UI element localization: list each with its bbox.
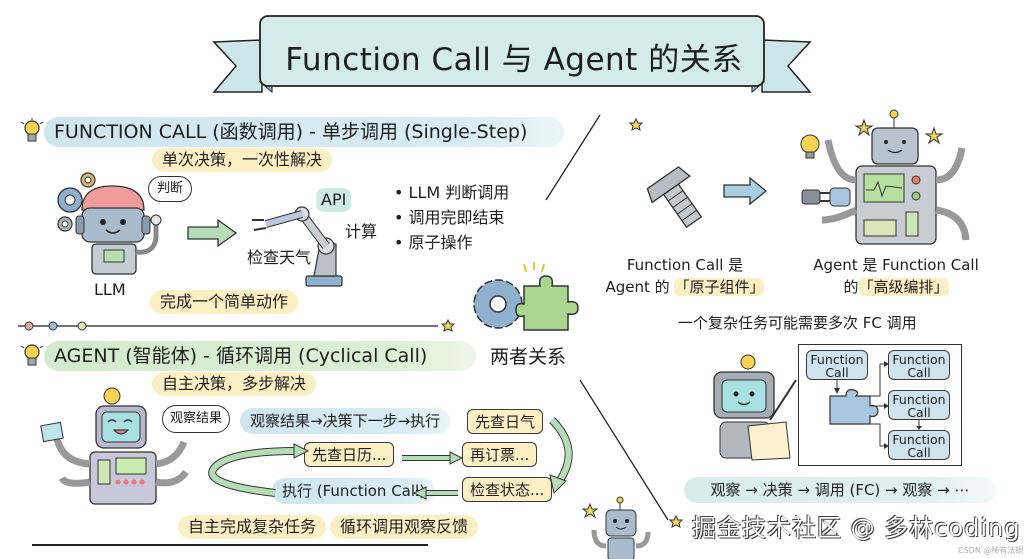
star-icon — [440, 318, 456, 332]
bolt-icon — [640, 160, 710, 230]
llm-robot-illustration — [50, 172, 190, 277]
step-check-calendar: 先查日历... — [304, 442, 395, 467]
star-icon — [924, 126, 944, 145]
llm-label: LLM — [94, 280, 126, 299]
relation-note: 一个复杂任务可能需要多次 FC 调用 — [678, 314, 917, 332]
thought-bubble: 判断 — [148, 176, 192, 202]
step-book-ticket: 再订票... — [462, 442, 538, 467]
gear-icon — [473, 279, 523, 329]
api-label: API — [316, 188, 352, 212]
weather-label: 检查天气 — [247, 248, 312, 267]
fc-box: Function Call — [888, 430, 950, 460]
bullet-item: • 原子操作 — [394, 233, 473, 252]
cycle-arrows — [200, 405, 580, 505]
agent-subheading: 自主决策，多步解决 — [152, 372, 317, 396]
bottom-divider — [32, 544, 428, 546]
right-caption: Agent 是 Function Call 的「高级编排」 — [813, 256, 979, 296]
orchestration-highlight: 「高级编排」 — [858, 278, 949, 296]
gear-icon — [57, 216, 73, 232]
lightbulb-icon — [20, 118, 44, 144]
speech-bubble: 观察结果 — [162, 405, 230, 433]
lightbulb-icon — [800, 134, 820, 159]
step-execute: 执行 (Function Call) — [272, 478, 436, 504]
small-robot-illustration — [581, 496, 662, 559]
star-icon — [668, 514, 684, 528]
arrow-left-icon — [412, 486, 458, 500]
step-check-status: 检查状态... — [462, 477, 553, 502]
agent-summary-left: 自主完成复杂任务 — [178, 515, 327, 539]
title-banner: Function Call 与 Agent 的关系 — [212, 10, 812, 94]
orchestration-robot-illustration — [690, 352, 800, 462]
agent-heading: AGENT (智能体) - 循环调用 (Cyclical Call) — [44, 341, 476, 371]
star-icon — [581, 502, 599, 519]
star-icon — [854, 118, 874, 137]
robot-arm-plug-illustration — [240, 200, 360, 290]
gear-puzzle-illustration — [466, 258, 586, 338]
bullet-item: • LLM 判断调用 — [394, 183, 510, 202]
curved-arrow-icon — [549, 417, 573, 494]
orchestration-connectors — [800, 344, 960, 466]
gear-icon — [57, 187, 83, 213]
compute-label: 计算 — [345, 222, 378, 241]
fc-orchestration-frame — [798, 344, 962, 466]
star-icon — [628, 117, 644, 131]
puzzle-icon — [515, 275, 579, 331]
lightbulb-icon — [20, 342, 44, 368]
step-check-weather: 先查日气 — [467, 409, 544, 434]
csdn-watermark: CSDN @稀有法眼 — [958, 546, 1024, 555]
arrow-right-icon — [723, 176, 768, 208]
speech-bubble-text: 观察结果 — [169, 411, 222, 426]
thought-bubble-text: 判断 — [156, 181, 183, 196]
fc-box: Function Call — [888, 350, 950, 380]
banner-ribbon-icon — [212, 15, 812, 94]
multi-arm-robot-illustration — [776, 100, 996, 250]
gear-icon — [80, 172, 96, 188]
agent-summary-right: 循环调用观察反馈 — [330, 515, 479, 539]
function-call-subheading: 单次决策，一次性解决 — [152, 148, 333, 172]
agent-flow-text: 观察结果→决策下一步→执行 — [240, 408, 451, 434]
section-divider — [18, 318, 458, 332]
arrow-right-icon — [402, 451, 464, 465]
arrow-right-icon — [187, 218, 238, 250]
loop-text: 观察 → 决策 → 调用 (FC) → 观察 → ⋯ — [684, 477, 996, 503]
atomic-component-highlight: 「原子组件」 — [674, 278, 765, 296]
puzzle-icon — [829, 389, 879, 425]
bullet-item: • 调用完即结束 — [394, 208, 505, 227]
curved-arrow-icon — [208, 443, 310, 497]
function-call-bullets: • LLM 判断调用 • 调用完即结束 • 原子操作 — [394, 180, 509, 255]
fc-box: Function Call — [806, 350, 868, 380]
page-title: Function Call 与 Agent 的关系 — [285, 42, 743, 78]
watermark-text: 掘金技术社区 @ 多林coding — [692, 514, 1021, 542]
relation-center-label: 两者关系 — [490, 346, 567, 368]
fc-box: Function Call — [888, 390, 950, 420]
plug-icon — [801, 187, 851, 207]
left-caption: Function Call 是 Agent 的 「原子组件」 — [605, 256, 765, 296]
function-call-summary: 完成一个简单动作 — [150, 290, 299, 314]
function-call-heading: FUNCTION CALL (函数调用) - 单步调用 (Single-Step… — [44, 117, 564, 147]
agent-robot-illustration — [36, 382, 196, 512]
